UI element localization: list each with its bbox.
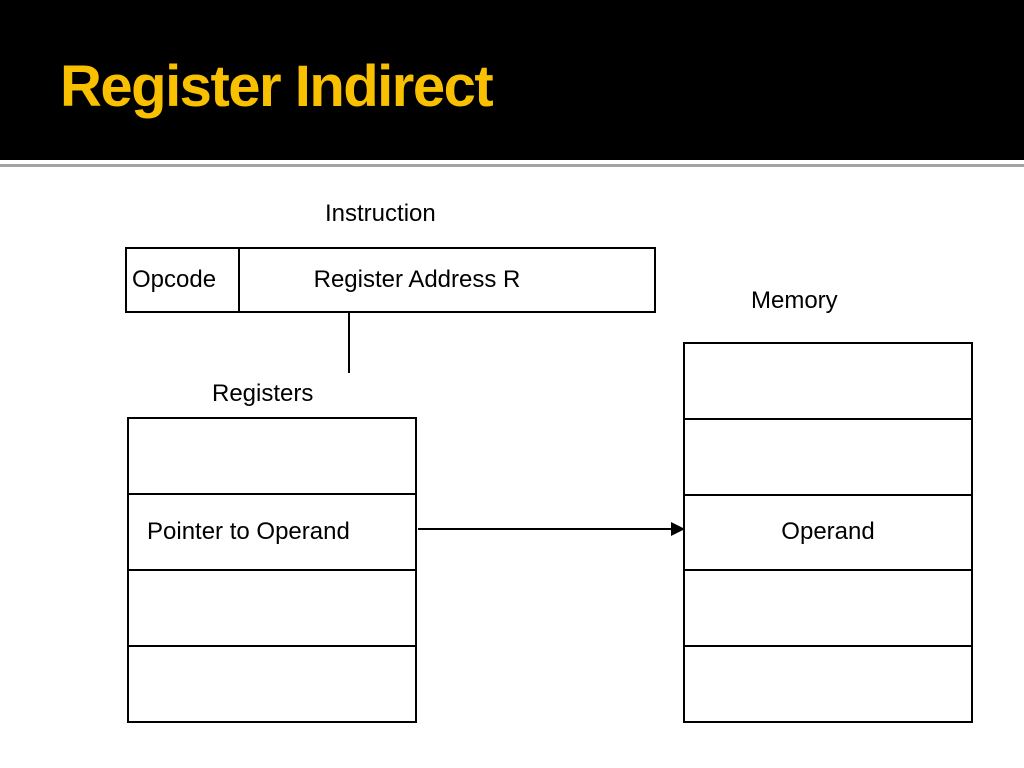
header-gap [0,160,1024,164]
opcode-cell: Opcode [127,249,240,311]
pointer-arrowhead-icon [671,522,685,536]
memory-table: Operand [683,342,973,723]
pointer-arrow-line [418,528,674,530]
memory-label: Memory [751,287,838,314]
instruction-label: Instruction [325,200,436,227]
registers-label: Registers [212,380,314,407]
memory-row [685,571,971,648]
register-row [129,571,415,647]
register-row-pointer-to-operand: Pointer to Operand [129,495,415,571]
instruction-box: Opcode Register Address R [125,247,656,313]
registers-table: Pointer to Operand [127,417,417,723]
memory-row [685,420,971,496]
title-banner: Register Indirect [0,0,1024,160]
instruction-connector-line [348,313,350,373]
memory-row-operand: Operand [685,496,971,572]
memory-row [685,344,971,420]
register-row [129,419,415,495]
memory-row [685,647,971,721]
slide-title: Register Indirect [60,54,494,119]
register-row [129,647,415,721]
register-address-cell: Register Address R [313,266,521,293]
header-divider-line [0,164,1024,167]
